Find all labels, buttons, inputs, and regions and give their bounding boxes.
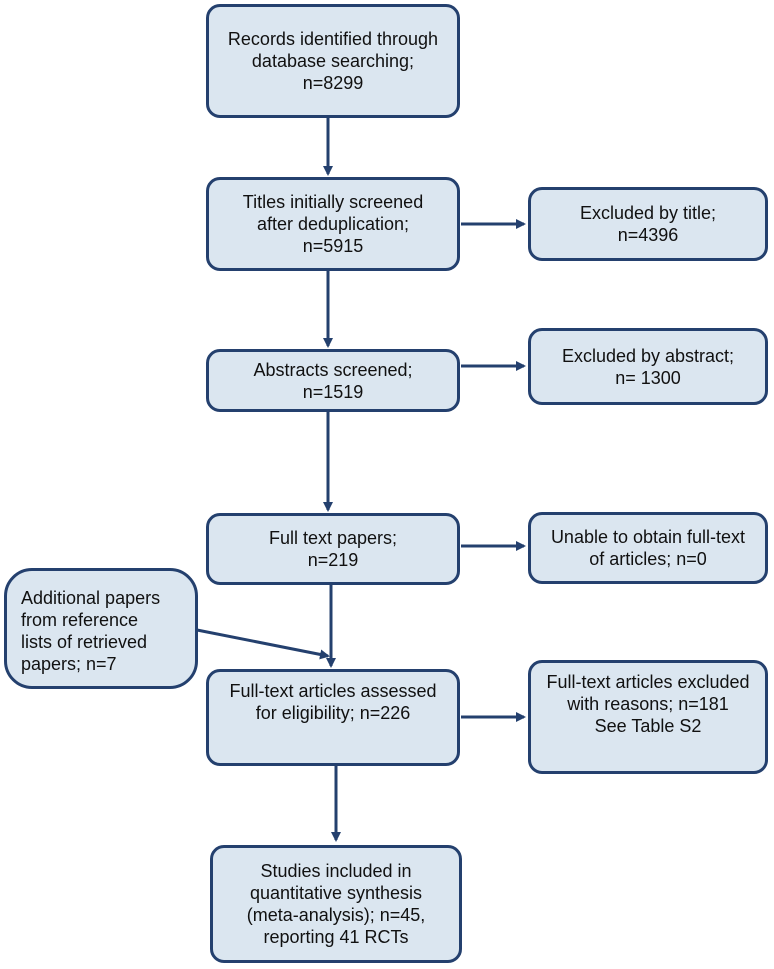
text-line: Titles initially screened (242, 192, 424, 212)
text-line: Full text papers; (268, 528, 398, 548)
text-line: (meta-analysis); n=45, (246, 905, 426, 925)
text-line: n=4396 (617, 225, 679, 245)
arrow-additional-to-flow (196, 628, 330, 660)
text-line: Full-text articles assessed (229, 681, 437, 701)
text-line: Excluded by title; (579, 203, 717, 223)
box-titles-screened: Titles initially screened after deduplic… (206, 177, 460, 271)
text-line: n= 1300 (615, 367, 681, 388)
text-line: n=219 (307, 550, 359, 570)
box-unable-to-obtain: Unable to obtain full-text of articles; … (528, 512, 768, 584)
text-line: quantitative synthesis (249, 883, 423, 903)
text-line: of articles; n=0 (589, 549, 707, 569)
box-full-text-papers: Full text papers; n=219 (206, 513, 460, 585)
text-line: reporting 41 RCTs (263, 927, 409, 947)
box-excluded-by-abstract: Excluded by abstract; n= 1300 (528, 328, 768, 405)
text-line: Additional papers (21, 588, 161, 608)
text-line: lists of retrieved (21, 632, 148, 652)
text-line: See Table S2 (594, 716, 702, 736)
text-line: Unable to obtain full-text (550, 527, 746, 547)
text-line: papers; n=7 (21, 654, 117, 674)
text-line: database searching; (251, 51, 415, 71)
text-line: Records identified through (227, 29, 439, 49)
box-excluded-by-title: Excluded by title; n=4396 (528, 187, 768, 261)
box-records-identified: Records identified through database sear… (206, 4, 460, 118)
text-line: n=5915 (302, 236, 364, 256)
box-additional-papers: Additional papers from reference lists o… (4, 568, 198, 689)
text-line: from reference (21, 610, 139, 630)
box-abstracts-screened: Abstracts screened; n=1519 (206, 349, 460, 412)
box-assessed-for-eligibility: Full-text articles assessed for eligibil… (206, 669, 460, 766)
box-studies-included: Studies included in quantitative synthes… (210, 845, 462, 963)
text-line: n=1519 (302, 381, 364, 402)
text-line: Studies included in (260, 861, 412, 881)
box-excluded-full-text: Full-text articles excluded with reasons… (528, 660, 768, 774)
text-line: for eligibility; n=226 (255, 703, 411, 723)
text-line: Excluded by abstract; (561, 345, 735, 366)
text-line: after deduplication; (256, 214, 410, 234)
text-line: Full-text articles excluded (546, 672, 750, 692)
text-line: with reasons; n=181 (567, 694, 729, 714)
text-line: n=8299 (302, 73, 364, 93)
text-line: Abstracts screened; (253, 359, 413, 380)
